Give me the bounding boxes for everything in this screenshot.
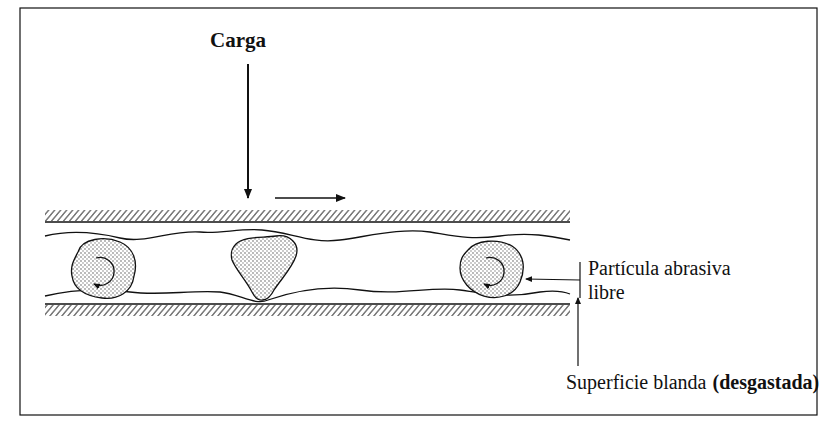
- particle-label: Partícula abrasiva libre: [588, 256, 738, 304]
- abrasive-particle: [71, 239, 135, 298]
- leader-line: [526, 279, 580, 280]
- surface-label-note: (desgastada): [713, 370, 820, 394]
- upper-surface: [45, 210, 570, 241]
- leader-tick: [579, 262, 580, 298]
- frame: [20, 8, 817, 415]
- surface-label: Superficie blanda: [566, 370, 707, 394]
- load-arrow: [247, 64, 249, 198]
- abrasive-particle: [460, 241, 523, 297]
- abrasive-particle: [231, 236, 297, 300]
- load-label: Carga: [210, 28, 266, 52]
- motion-arrow: [275, 197, 345, 199]
- leader-line: [577, 298, 578, 366]
